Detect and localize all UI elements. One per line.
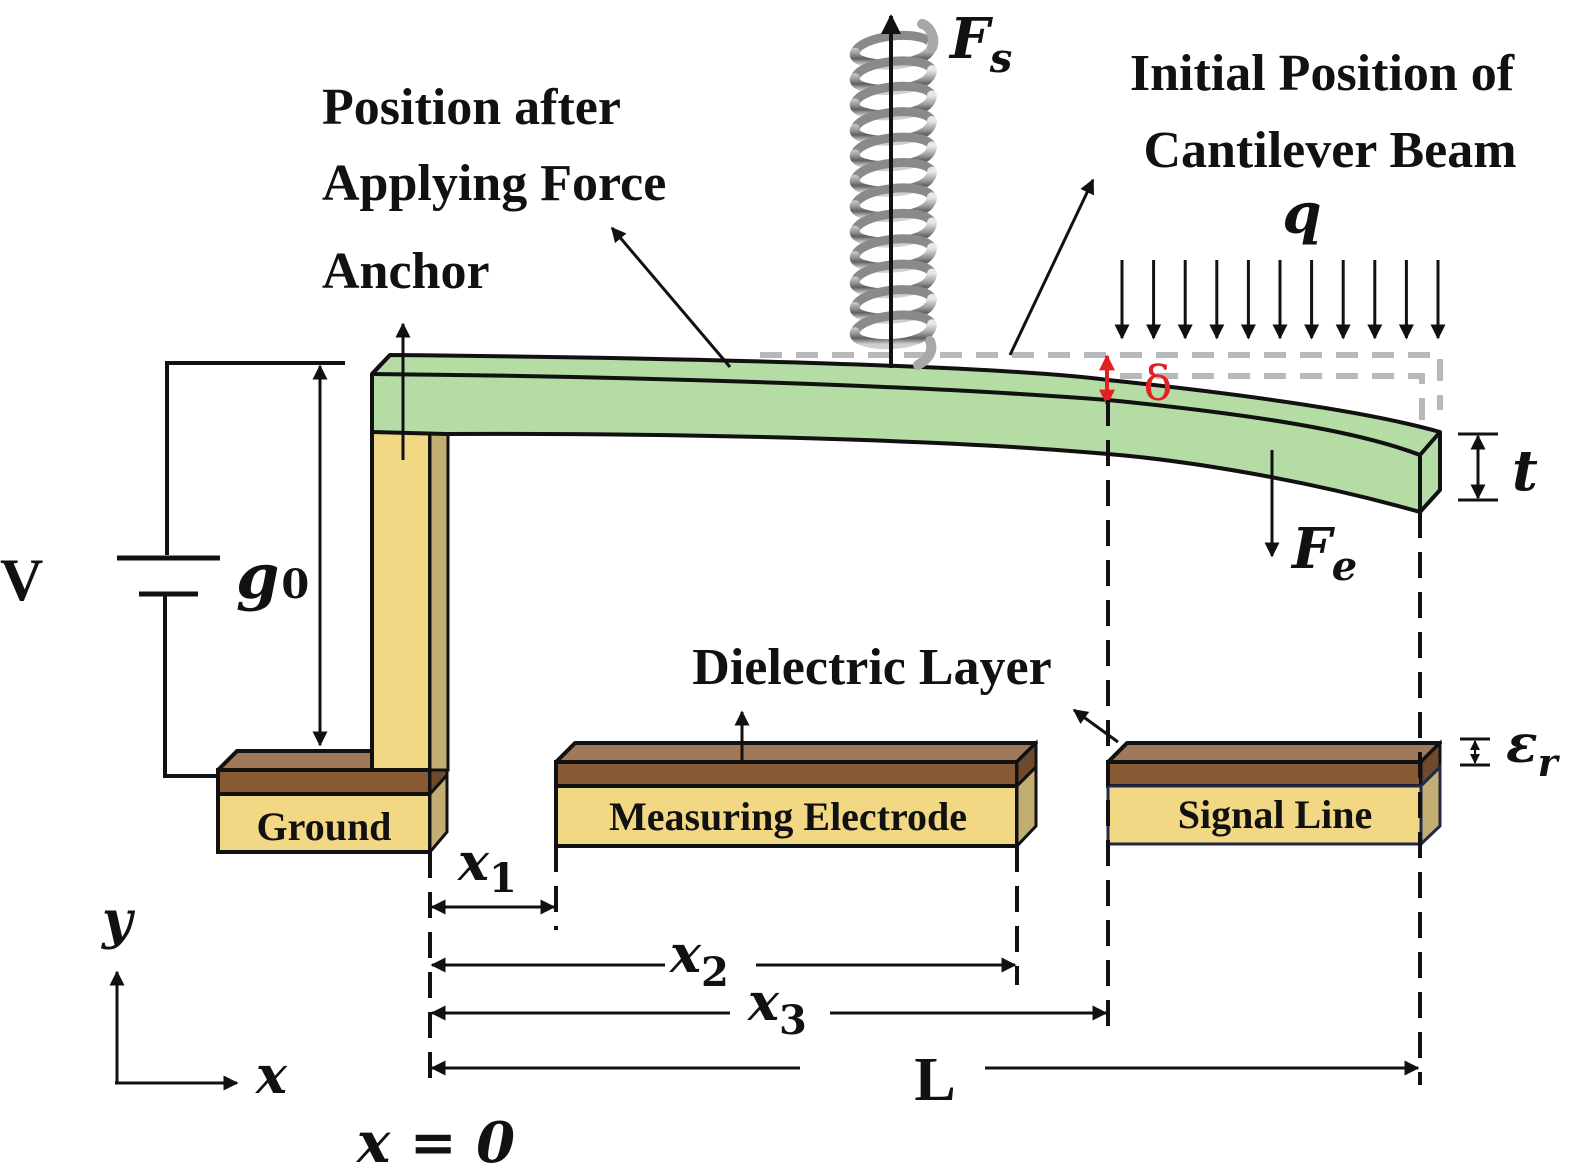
x1-symbol: x1 <box>457 832 517 902</box>
dielectric-layer-label: Dielectric Layer <box>692 639 1051 696</box>
spring-coil-back <box>850 259 937 286</box>
initial-beam-outline <box>760 352 1443 420</box>
origin-label: x = 0 <box>356 1110 515 1170</box>
y-axis-label: y <box>101 890 136 951</box>
reference-dashed-lines <box>428 400 1422 1090</box>
signal-line-label: Signal Line <box>1178 792 1373 837</box>
position-after-label-line2: Applying Force <box>322 155 666 212</box>
deflection-symbol: δ <box>1144 356 1173 412</box>
initial-position-label-line2: Cantilever Beam <box>1143 122 1516 179</box>
spring-coil-back <box>850 56 937 83</box>
voltage-source <box>117 361 345 778</box>
ground-label: Ground <box>257 804 392 849</box>
position-after-pointer-arrow <box>610 226 732 368</box>
permittivity-symbol: εr <box>1506 714 1561 785</box>
permittivity-dimension <box>1460 737 1490 767</box>
spring-coil-back <box>850 285 937 312</box>
coordinate-axes <box>109 970 239 1091</box>
voltage-label: V <box>0 547 43 613</box>
length-symbol: L <box>914 1046 955 1114</box>
spring-coil-back <box>850 234 937 261</box>
spring-force-symbol: Fs <box>948 6 1012 82</box>
distributed-load-arrows <box>1114 260 1446 340</box>
distributed-load-symbol: q <box>1282 181 1321 247</box>
anchor-post <box>370 430 450 772</box>
spring-coil-back <box>850 107 937 134</box>
x2-symbol: x2 <box>669 924 729 996</box>
measuring-electrode-label: Measuring Electrode <box>609 794 967 839</box>
spring-coil-back <box>850 81 937 109</box>
spring <box>850 19 939 370</box>
initial-position-label-line1: Initial Position of <box>1130 45 1515 102</box>
spring-end <box>913 336 937 370</box>
dielectric-pointer-arrow-2 <box>1072 708 1119 744</box>
initial-position-pointer-arrow <box>1008 178 1095 356</box>
spring-coil-back <box>850 31 937 58</box>
gap-symbol: g0 <box>236 540 309 613</box>
spring-coil-back <box>850 183 937 210</box>
thickness-symbol: t <box>1512 438 1538 504</box>
spring-coil <box>850 319 937 350</box>
x-axis-label: x <box>255 1045 288 1106</box>
x3-symbol: x3 <box>747 972 807 1044</box>
spring-coil-back <box>850 158 937 185</box>
anchor-label: Anchor <box>322 243 490 300</box>
measuring-electrode: Measuring Electrode <box>554 739 1038 850</box>
spring-end <box>917 19 939 53</box>
cantilever-beam <box>370 353 1442 514</box>
spring-coil-back <box>850 208 937 236</box>
thickness-dimension <box>1458 432 1498 502</box>
electrostatic-force-symbol: Fe <box>1290 516 1357 590</box>
spring-coil-back <box>850 310 937 337</box>
signal-line-electrode: Signal Line <box>1106 739 1442 848</box>
position-after-label-line1: Position after <box>322 79 621 136</box>
spring-coil-back <box>850 132 937 159</box>
